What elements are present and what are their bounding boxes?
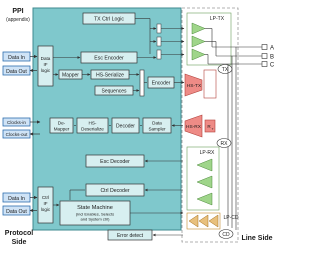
data-sampler-line2: Sampler: [148, 127, 166, 132]
mux-b: [156, 36, 162, 47]
hs-deserialize-block: [76, 117, 109, 134]
hs-deserialize-line2: Deserialize: [81, 127, 104, 132]
ppi-title: PPI: [12, 8, 23, 15]
ctrl-if-logic-line1: Ctrl: [42, 195, 49, 200]
ppi-subtitle: (appendix): [6, 17, 30, 23]
ctrl-if-logic-line3: logic: [41, 207, 51, 212]
pin-c-terminal: [261, 61, 268, 67]
data-if-logic-block: [37, 45, 54, 87]
lp-tx-driver-a: [191, 22, 206, 35]
ctrl-decoder-block: [85, 183, 145, 197]
decoder-label: Decoder: [116, 124, 135, 130]
hs-tx-label: HS-TX: [187, 83, 202, 89]
termination-resistor-sub: T: [212, 127, 214, 131]
esc-encoder-label: Esc Encoder: [94, 56, 124, 62]
protocol-side-label: Protocol: [5, 230, 33, 237]
state-machine-label: State Machine: [77, 205, 113, 211]
pin-b-label: B: [270, 55, 274, 61]
data-in-1-label: Data In: [8, 55, 25, 61]
hs-rx-label: HS-RX: [186, 124, 202, 130]
data-if-logic-line3: logic: [41, 68, 51, 73]
line-side-region: [181, 7, 239, 243]
hs-deserialize-line1: HS-: [89, 121, 97, 126]
lp-cd-detector-b: [198, 214, 209, 228]
decoder-block: [111, 117, 140, 134]
state-machine-sub-2: and System ctrl): [81, 217, 111, 222]
state-machine-block: [59, 200, 131, 226]
hs-tx-driver: [184, 73, 203, 97]
data-out-1-label: Data Out: [6, 69, 27, 75]
sequences-label: Sequences: [101, 89, 127, 95]
data-if-logic-line2: IF: [43, 62, 47, 67]
demapper-line2: Mapper: [54, 127, 70, 132]
mapper-label: Mapper: [62, 73, 79, 79]
demapper-line1: De-: [58, 121, 66, 126]
cd-label: CD: [222, 232, 230, 238]
hs-tx-output-box: [203, 69, 217, 99]
rx-label: RX: [221, 141, 229, 147]
pin-a-terminal: [261, 44, 268, 50]
error-detect-block: [107, 229, 153, 241]
ctrl-decoder-label: Ctrl Decoder: [100, 188, 129, 194]
lp-cd-detector-c: [208, 214, 219, 228]
internal-wires: [53, 18, 185, 237]
pin-b-terminal: [261, 53, 268, 59]
mux-c: [156, 49, 162, 60]
cd-bubble: [218, 229, 234, 239]
tx-mux: [139, 69, 145, 97]
clocks-out-label: Clocks-out: [6, 132, 28, 137]
tx-label: TX: [222, 67, 229, 73]
esc-decoder-label: Esc Decoder: [100, 159, 130, 165]
lp-tx-driver-c: [191, 48, 206, 61]
hs-rx-receiver: [184, 114, 203, 138]
hs-serialize-label: HS-Serialize: [96, 73, 124, 79]
esc-decoder-block: [85, 154, 145, 168]
lp-cd-label: LP-CD: [223, 215, 238, 221]
lp-rx-receiver-c: [196, 192, 213, 206]
data-if-logic-line1: Data: [41, 56, 51, 61]
state-machine-sub-1: (incl Enables, Selects: [76, 212, 114, 217]
mux-a: [156, 23, 162, 34]
clocks-in-label: Clocks-in: [7, 120, 26, 125]
data-sampler-line1: Data: [152, 121, 162, 126]
ctrl-if-logic-line2: IF: [43, 201, 47, 206]
lp-rx-receiver-a: [196, 158, 213, 172]
data-sampler-block: [142, 117, 172, 134]
lp-tx-label: LP-TX: [210, 16, 225, 22]
data-out-2-label: Data Out: [6, 209, 27, 215]
pin-c-label: C: [270, 63, 275, 69]
lp-cd-detector-a: [188, 214, 199, 228]
termination-resistor: [204, 119, 216, 133]
lp-rx-label: LP-RX: [200, 150, 215, 156]
data-in-2-label: Data In: [8, 196, 25, 202]
lp-rx-receiver-b: [196, 175, 213, 189]
error-detect-label: Error detect: [117, 233, 144, 239]
demapper-block: [49, 117, 74, 134]
line-side-label: Line Side: [241, 235, 272, 242]
termination-resistor-label: R: [207, 124, 211, 129]
rx-bubble: [216, 138, 232, 148]
encoder-label: Encoder: [152, 81, 171, 87]
ppi-block-diagram: PPI (appendix) Protocol Side Line Side D…: [2, 7, 275, 246]
pin-a-label: A: [270, 46, 274, 52]
protocol-side-label-2: Side: [12, 239, 27, 246]
tx-ctrl-logic-label: TX Ctrl Logic: [94, 17, 124, 23]
lp-tx-driver-b: [191, 35, 206, 48]
